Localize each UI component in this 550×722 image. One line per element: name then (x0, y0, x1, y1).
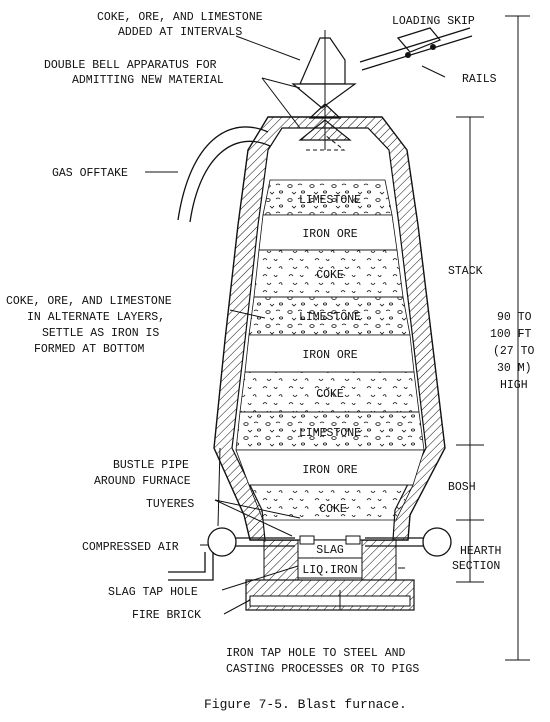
svg-text:IRON ORE: IRON ORE (302, 349, 357, 362)
svg-text:COKE, ORE, AND LIMESTONE: COKE, ORE, AND LIMESTONE (97, 11, 263, 24)
svg-text:IRON ORE: IRON ORE (302, 464, 357, 477)
bustle-pipe (168, 527, 452, 581)
hearth-wall (263, 539, 299, 581)
svg-text:IRON ORE: IRON ORE (302, 228, 357, 241)
charge-layers (235, 179, 425, 521)
svg-text:100 FT: 100 FT (490, 328, 532, 341)
svg-text:IRON TAP HOLE TO STEEL AND: IRON TAP HOLE TO STEEL AND (226, 647, 406, 660)
svg-text:HIGH: HIGH (500, 379, 528, 392)
label-stack: STACK (448, 265, 483, 278)
svg-text:IN ALTERNATE LAYERS,: IN ALTERNATE LAYERS, (27, 311, 165, 324)
foundation (249, 595, 411, 607)
label-height: 90 TO 100 FT (27 TO 30 M) HIGH (490, 311, 535, 392)
label-bosh: BOSH (448, 481, 476, 494)
label-bustle-pipe: BUSTLE PIPE AROUND FURNACE (94, 459, 191, 488)
svg-text:AROUND FURNACE: AROUND FURNACE (94, 475, 191, 488)
svg-text:LIMESTONE: LIMESTONE (299, 311, 361, 324)
double-bell-apparatus (291, 30, 357, 151)
svg-text:DOUBLE BELL APPARATUS FOR: DOUBLE BELL APPARATUS FOR (44, 59, 217, 72)
label-fire-brick: FIRE BRICK (132, 609, 201, 622)
label-slag-tap-hole: SLAG TAP HOLE (108, 586, 198, 599)
svg-text:CASTING PROCESSES OR TO PIGS: CASTING PROCESSES OR TO PIGS (226, 663, 419, 676)
svg-text:(27 TO: (27 TO (493, 345, 535, 358)
label-iron-tap-hole: IRON TAP HOLE TO STEEL AND CASTING PROCE… (226, 647, 419, 676)
svg-text:SECTION: SECTION (452, 560, 500, 573)
label-hearth: HEARTH SECTION (452, 545, 501, 573)
figure-caption: Figure 7-5. Blast furnace. (204, 697, 407, 712)
svg-text:HEARTH: HEARTH (460, 545, 501, 558)
leader-lines (145, 35, 446, 615)
label-double-bell: DOUBLE BELL APPARATUS FOR ADMITTING NEW … (44, 59, 224, 87)
label-tuyeres: TUYERES (146, 498, 194, 511)
svg-text:COKE: COKE (319, 503, 347, 516)
dimension-lines (456, 15, 530, 661)
label-top-note: COKE, ORE, AND LIMESTONE ADDED AT INTERV… (97, 11, 263, 39)
svg-text:90 TO: 90 TO (497, 311, 532, 324)
svg-text:FORMED AT BOTTOM: FORMED AT BOTTOM (34, 343, 145, 356)
svg-text:COKE: COKE (316, 269, 344, 282)
gas-offtake-pipe (177, 126, 271, 223)
label-loading-skip: LOADING SKIP (392, 15, 475, 28)
svg-text:COKE: COKE (316, 388, 344, 401)
svg-text:BUSTLE PIPE: BUSTLE PIPE (113, 459, 189, 472)
label-gas-offtake: GAS OFFTAKE (52, 167, 128, 180)
label-compressed-air: COMPRESSED AIR (82, 541, 179, 554)
svg-text:SLAG: SLAG (316, 544, 344, 557)
svg-text:ADDED AT INTERVALS: ADDED AT INTERVALS (118, 26, 242, 39)
svg-text:30 M): 30 M) (497, 362, 532, 375)
svg-text:LIMESTONE: LIMESTONE (299, 427, 361, 440)
svg-text:LIQ.IRON: LIQ.IRON (302, 564, 357, 577)
svg-text:SETTLE AS IRON IS: SETTLE AS IRON IS (42, 327, 159, 340)
svg-text:LIMESTONE: LIMESTONE (299, 194, 361, 207)
loading-skip (359, 27, 473, 71)
layer-labels: LIMESTONE IRON ORE COKE LIMESTONE IRON O… (299, 194, 361, 577)
svg-text:ADMITTING NEW MATERIAL: ADMITTING NEW MATERIAL (72, 74, 224, 87)
hearth-wall-right (361, 539, 397, 581)
label-alternate-layers: COKE, ORE, AND LIMESTONE IN ALTERNATE LA… (6, 295, 172, 356)
svg-text:COKE, ORE, AND LIMESTONE: COKE, ORE, AND LIMESTONE (6, 295, 172, 308)
label-rails: RAILS (462, 73, 497, 86)
